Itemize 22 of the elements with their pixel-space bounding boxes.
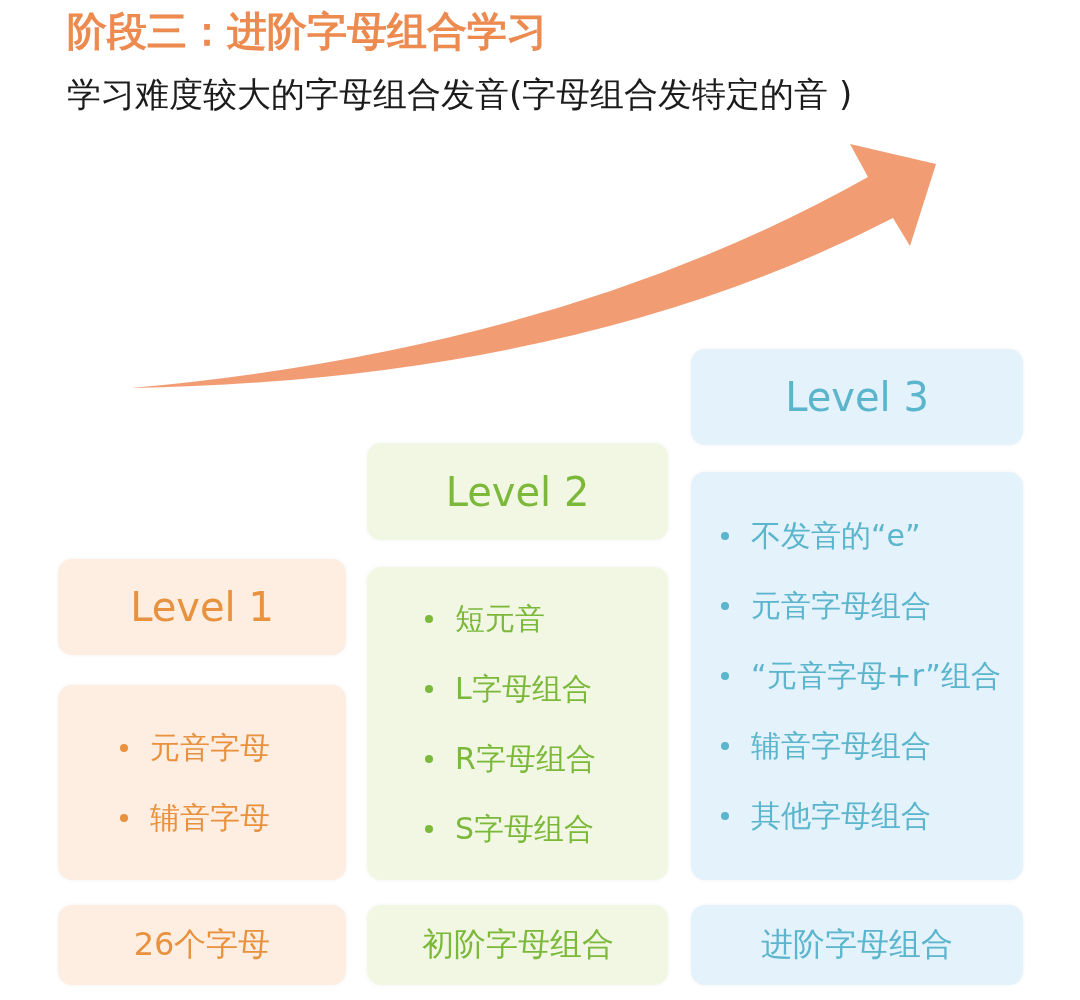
topic-list-card [58, 685, 346, 880]
list-item: 不发音的“e” [751, 518, 921, 554]
level-header: Level 1 [58, 559, 346, 655]
stage-label-card: 初阶字母组合 [367, 905, 668, 985]
level-header: Level 2 [367, 443, 668, 540]
stage-label-card: 进阶字母组合 [691, 905, 1023, 985]
list-item: 元音字母组合 [751, 588, 931, 624]
list-item: 辅音字母 [150, 799, 270, 836]
list-item: 元音字母 [150, 729, 270, 766]
list-item: L字母组合 [455, 670, 592, 707]
topic-list-card [691, 472, 1023, 880]
topic-list-card [367, 567, 668, 880]
list-item: R字母组合 [455, 740, 596, 777]
page-title: 阶段三：进阶字母组合学习 [67, 7, 547, 56]
list-item: 辅音字母组合 [751, 728, 931, 764]
stage-label-card: 26个字母 [58, 905, 346, 985]
subtitle-text: 学习难度较大的字母组合发音(字母组合发特定的音 ) [67, 73, 853, 116]
list-item: 短元音 [455, 600, 545, 637]
list-item: 其他字母组合 [751, 798, 931, 834]
list-item: S字母组合 [455, 810, 595, 847]
level-header: Level 3 [691, 349, 1023, 445]
list-item: “元音字母+r”组合 [751, 658, 1001, 694]
